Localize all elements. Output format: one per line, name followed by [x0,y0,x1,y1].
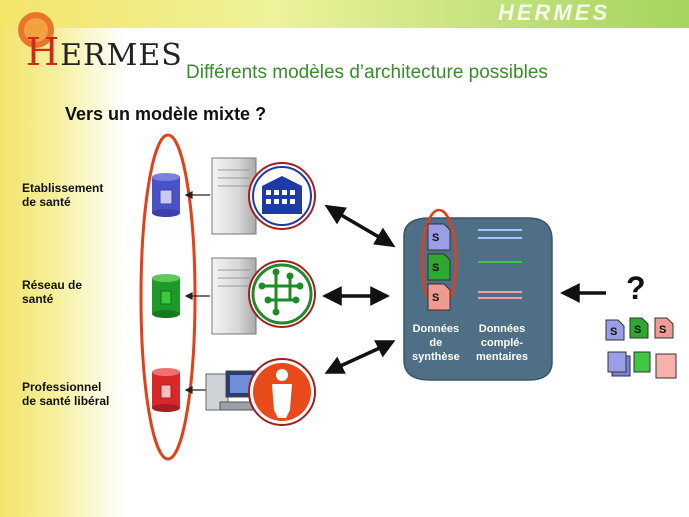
complementary-data-label: Données complé- mentaires [476,322,528,364]
synthesis-line1: Données [412,323,460,335]
hub-doc-icon-3 [427,283,451,311]
hub-doc-icon-2 [427,253,451,281]
page-title: Différents modèles d’architecture possib… [186,62,548,83]
database-icon-professionnel [152,368,180,412]
building-icon [248,162,316,230]
database-icon-etablissement [152,173,180,217]
unknown-stack-icon-3 [655,353,677,379]
question-mark: ? [626,270,646,306]
source-label-line1: Etablissement [22,181,104,195]
source-label-professionnel: Professionnel de santé libéral [22,380,109,408]
source-label-etablissement: Etablissement de santé [22,181,103,209]
hub-doc-letter-1: S [432,232,440,244]
person-icon [248,358,316,426]
top-banner [0,0,689,28]
unknown-stack-icon-1 [607,351,631,377]
hub-doc-letter-2: S [432,262,440,274]
synthesis-line2: de [429,337,443,349]
source-label-line2: santé [22,292,54,306]
unknown-doc-icon-1 [605,319,625,341]
left-gradient-band [0,0,125,517]
logo-rest: ERMES [60,38,183,73]
synthesis-data-label: Données de synthèse [412,322,460,364]
source-label-line2: de santé [22,195,71,209]
source-label-line1: Professionnel [22,380,102,394]
synthesis-line3: synthèse [412,351,460,363]
unknown-doc-icon-2 [629,317,649,339]
complementary-data-lines [478,229,522,299]
unknown-doc-letter-1: S [610,326,618,338]
source-label-line2: de santé libéral [22,394,110,408]
complementary-line2: complé- [480,337,524,349]
arrow-to-hub-3 [324,340,396,374]
source-label-reseau: Réseau de santé [22,278,82,306]
logo-wordmark: HERMES [26,30,183,74]
unknown-doc-icon-3 [654,317,674,339]
unknown-doc-letter-3: S [659,324,667,336]
logo-sun-icon [18,12,54,48]
arrow-to-hub-1 [324,204,396,248]
hub-doc-icon-1 [427,223,451,251]
page-subtitle: Vers un modèle mixte ? [65,104,267,124]
unknown-stack-icon-2 [633,351,651,373]
hub-doc-letter-3: S [432,292,440,304]
complementary-line1: Données [478,323,526,335]
arrow-from-unknown [560,283,606,303]
complementary-line3: mentaires [476,351,528,363]
logo-initial: H [26,30,61,74]
database-icon-reseau [152,274,180,318]
network-icon [248,260,316,328]
banner-brand: HERMES [498,0,611,25]
source-label-line1: Réseau de [22,278,83,292]
arrow-to-hub-2 [322,286,390,306]
unknown-doc-letter-2: S [634,324,642,336]
databases-highlight-oval [139,133,197,461]
